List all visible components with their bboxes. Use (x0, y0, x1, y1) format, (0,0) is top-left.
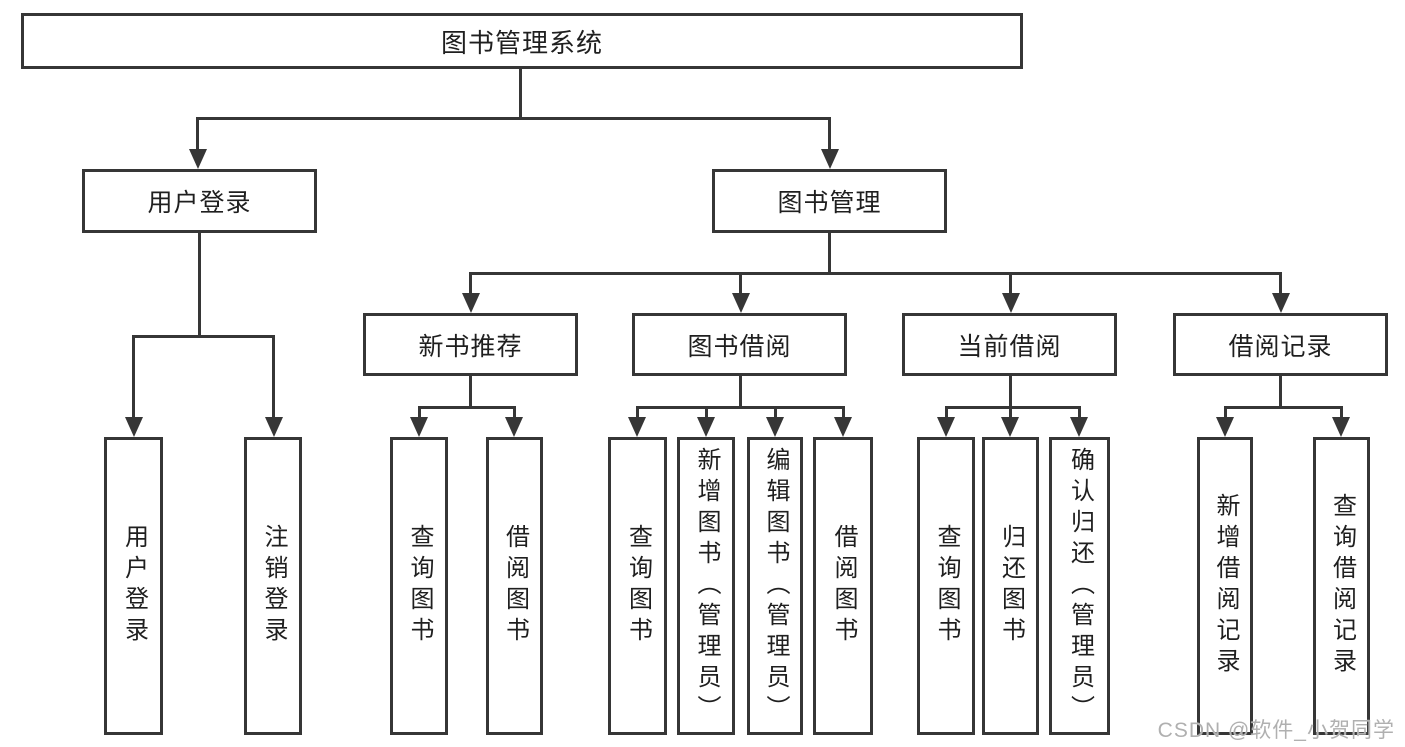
connector-line (774, 406, 777, 419)
leaf-label: 编辑图书（管理员） (762, 446, 789, 726)
node-current-borrow: 当前借阅 (902, 313, 1117, 376)
leaf-confirm-return-admin: 确认归还（管理员） (1049, 437, 1110, 735)
connector-line (945, 406, 1080, 409)
arrow-down-icon (265, 417, 283, 437)
leaf-label: 查询图书 (406, 524, 433, 648)
connector-line (272, 335, 275, 419)
leaf-label: 新增图书（管理员） (693, 446, 720, 726)
connector-line (132, 335, 274, 338)
arrow-down-icon (1272, 293, 1290, 313)
node-borrow-records: 借阅记录 (1173, 313, 1388, 376)
node-book-borrow: 图书借阅 (632, 313, 847, 376)
connector-line (418, 406, 515, 409)
connector-line (1009, 406, 1012, 419)
leaf-query-books-current: 查询图书 (917, 437, 975, 735)
arrow-down-icon (697, 417, 715, 437)
connector-line (132, 335, 135, 419)
arrow-down-icon (628, 417, 646, 437)
node-book-management: 图书管理 (712, 169, 947, 233)
node-new-book-recommend: 新书推荐 (363, 313, 578, 376)
arrow-down-icon (1002, 293, 1020, 313)
connector-line (1279, 272, 1282, 295)
arrow-down-icon (937, 417, 955, 437)
arrow-down-icon (1070, 417, 1088, 437)
leaf-label: 注销登录 (260, 524, 287, 648)
connector-line (513, 406, 516, 419)
connector-line (469, 376, 472, 409)
watermark: CSDN @软件_小贺同学 (1157, 719, 1395, 742)
arrow-down-icon (125, 417, 143, 437)
connector-line (739, 272, 742, 295)
leaf-edit-book-admin: 编辑图书（管理员） (747, 437, 803, 735)
connector-line (519, 66, 522, 120)
connector-line (945, 406, 948, 419)
leaf-label: 查询图书 (933, 524, 960, 648)
connector-line (1224, 406, 1342, 409)
connector-line (1224, 406, 1227, 419)
arrow-down-icon (1332, 417, 1350, 437)
arrow-down-icon (1001, 417, 1019, 437)
leaf-label: 确认归还（管理员） (1066, 446, 1094, 726)
connector-line (636, 406, 844, 409)
arrow-down-icon (189, 149, 207, 169)
leaf-borrow-books-recommend: 借阅图书 (486, 437, 543, 735)
connector-line (828, 117, 831, 153)
connector-line (198, 233, 201, 337)
connector-line (842, 406, 845, 419)
leaf-label: 借阅图书 (501, 524, 529, 648)
connector-line (196, 117, 199, 153)
connector-line (469, 272, 472, 295)
node-user-login: 用户登录 (82, 169, 317, 233)
leaf-add-borrow-record: 新增借阅记录 (1197, 437, 1253, 735)
connector-line (418, 406, 421, 419)
connector-line (1340, 406, 1343, 419)
leaf-label: 归还图书 (997, 524, 1025, 648)
leaf-logout: 注销登录 (244, 437, 302, 735)
connector-line (1078, 406, 1081, 419)
connector-line (1009, 376, 1012, 409)
connector-line (197, 117, 831, 120)
connector-line (1279, 376, 1282, 409)
arrow-down-icon (766, 417, 784, 437)
leaf-query-borrow-record: 查询借阅记录 (1313, 437, 1370, 735)
leaf-borrow-books-borrow: 借阅图书 (813, 437, 873, 735)
arrow-down-icon (732, 293, 750, 313)
leaf-label: 借阅图书 (830, 524, 857, 648)
connector-line (828, 233, 831, 275)
arrow-down-icon (410, 417, 428, 437)
leaf-return-book: 归还图书 (982, 437, 1039, 735)
node-root: 图书管理系统 (21, 13, 1023, 69)
arrow-down-icon (834, 417, 852, 437)
arrow-down-icon (821, 149, 839, 169)
leaf-label: 用户登录 (120, 524, 148, 648)
connector-line (705, 406, 708, 419)
leaf-label: 查询图书 (624, 524, 652, 648)
arrow-down-icon (505, 417, 523, 437)
leaf-query-books-recommend: 查询图书 (390, 437, 448, 735)
leaf-label: 查询借阅记录 (1328, 493, 1356, 679)
leaf-user-login: 用户登录 (104, 437, 163, 735)
connector-line (469, 272, 1282, 275)
connector-line (1009, 272, 1012, 295)
connector-line (739, 376, 742, 409)
arrow-down-icon (462, 293, 480, 313)
leaf-query-books-borrow: 查询图书 (608, 437, 667, 735)
arrow-down-icon (1216, 417, 1234, 437)
connector-line (636, 406, 639, 419)
leaf-label: 新增借阅记录 (1212, 493, 1239, 679)
leaf-add-book-admin: 新增图书（管理员） (677, 437, 735, 735)
